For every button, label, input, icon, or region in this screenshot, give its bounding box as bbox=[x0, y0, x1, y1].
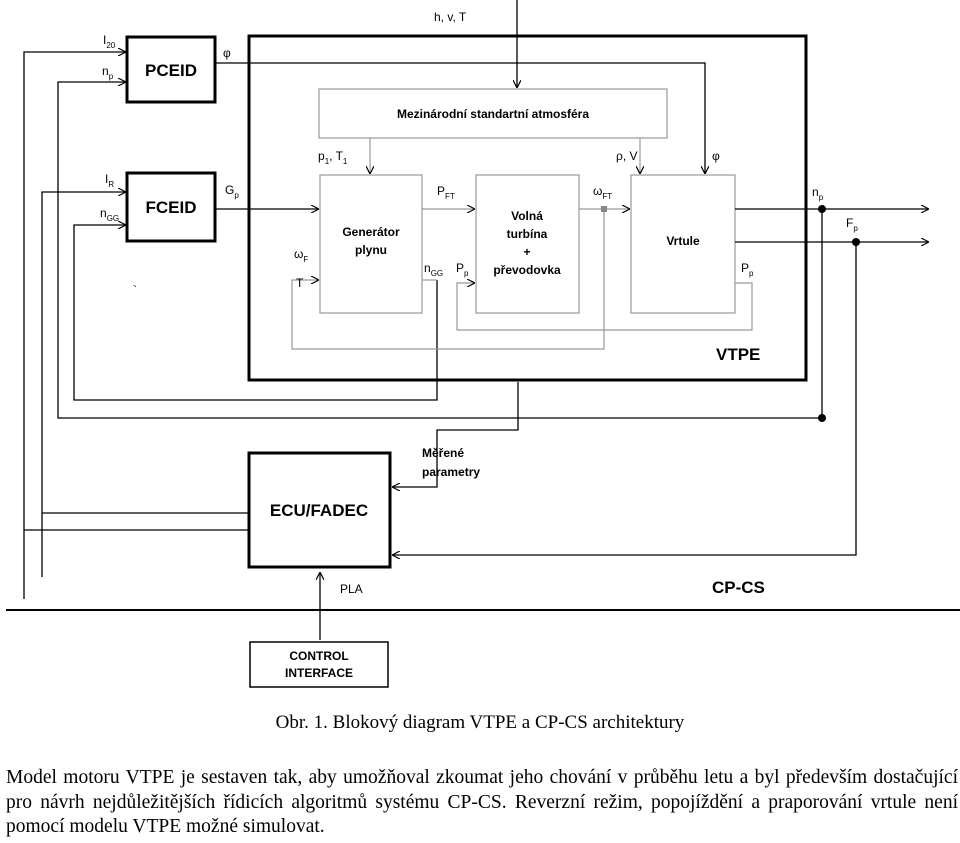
line-fp-down bbox=[393, 242, 857, 555]
cpcs-label: CP-CS bbox=[712, 578, 765, 597]
measured-params-label-2: parametry bbox=[422, 465, 480, 479]
body-paragraph: Model motoru VTPE je sestaven tak, aby u… bbox=[6, 767, 958, 837]
np-junction bbox=[818, 205, 826, 213]
p1-t1-label: p1, T1 bbox=[318, 149, 348, 166]
line-ir-in bbox=[41, 192, 125, 577]
vtpe-label: VTPE bbox=[716, 345, 760, 364]
line-np-fb bbox=[57, 82, 822, 419]
ngg-out-label: nGG bbox=[424, 261, 443, 278]
free-turbine-label-4: převodovka bbox=[493, 263, 561, 277]
t-label: T bbox=[296, 276, 304, 290]
free-turbine-label-1: Volná bbox=[511, 209, 543, 223]
omega-f-label: ωF bbox=[294, 247, 308, 264]
np-out-label: np bbox=[812, 185, 824, 202]
gas-generator-label-2: plynu bbox=[355, 243, 387, 257]
vtpe-frame bbox=[247, 34, 808, 382]
fceid-block bbox=[125, 171, 217, 243]
line-ngg-fb bbox=[73, 225, 438, 401]
line-phi-pceid-to-propeller bbox=[215, 62, 705, 173]
hvt-label: h, v, T bbox=[434, 10, 467, 24]
isa-block bbox=[318, 88, 668, 139]
pp-mid-label: Pp bbox=[456, 261, 469, 278]
np-fb-junction bbox=[818, 414, 826, 422]
gp-label: Gp bbox=[225, 183, 239, 200]
free-turbine-block bbox=[475, 174, 580, 314]
control-interface-label-1: CONTROL bbox=[289, 649, 348, 663]
pp-right-label: Pp bbox=[741, 261, 754, 278]
propeller-label: Vrtule bbox=[666, 234, 700, 248]
i20-label: I20 bbox=[103, 33, 116, 50]
free-turbine-label-3: + bbox=[523, 245, 530, 259]
ngg-in-label: nGG bbox=[100, 206, 119, 223]
gas-generator-block bbox=[319, 174, 423, 314]
phi-in-label: φ bbox=[712, 149, 720, 163]
figure-caption: Obr. 1. Blokový diagram VTPE a CP-CS arc… bbox=[275, 712, 685, 733]
junction-dots bbox=[818, 205, 860, 422]
rho-v-label: ρ, V bbox=[616, 149, 638, 163]
ecu-fadec-block bbox=[247, 451, 392, 569]
propeller-block bbox=[630, 174, 736, 314]
stray-mark: ` bbox=[133, 283, 137, 297]
isa-label: Mezinárodní standartní atmosféra bbox=[397, 107, 589, 121]
omega-ft-node bbox=[601, 206, 607, 212]
line-measured bbox=[393, 382, 519, 487]
control-interface-label-2: INTERFACE bbox=[285, 666, 353, 680]
np-in-label: np bbox=[102, 64, 114, 81]
pla-label: PLA bbox=[340, 582, 363, 596]
connections bbox=[23, 0, 928, 640]
pft-label: PFT bbox=[437, 184, 455, 201]
pceid-block bbox=[125, 35, 217, 104]
gas-generator-label-1: Generátor bbox=[342, 225, 400, 239]
vtpe-block-diagram: PCEID FCEID Mezinárodní standartní atmos… bbox=[6, 0, 960, 688]
control-interface-block bbox=[249, 641, 389, 688]
line-i20-in bbox=[23, 52, 125, 599]
ecu-fadec-label: ECU/FADEC bbox=[270, 501, 368, 520]
fceid-label: FCEID bbox=[146, 198, 197, 217]
measured-params-label-1: Měřené bbox=[422, 446, 464, 460]
fp-out-label: Fp bbox=[846, 216, 858, 233]
omega-ft-label: ωFT bbox=[593, 184, 612, 201]
line-omega-f-loop bbox=[291, 209, 605, 350]
free-turbine-label-2: turbína bbox=[507, 227, 548, 241]
ir-label: IR bbox=[105, 172, 114, 189]
fp-junction bbox=[852, 238, 860, 246]
phi-out-label: φ bbox=[223, 46, 231, 60]
pceid-label: PCEID bbox=[145, 61, 197, 80]
